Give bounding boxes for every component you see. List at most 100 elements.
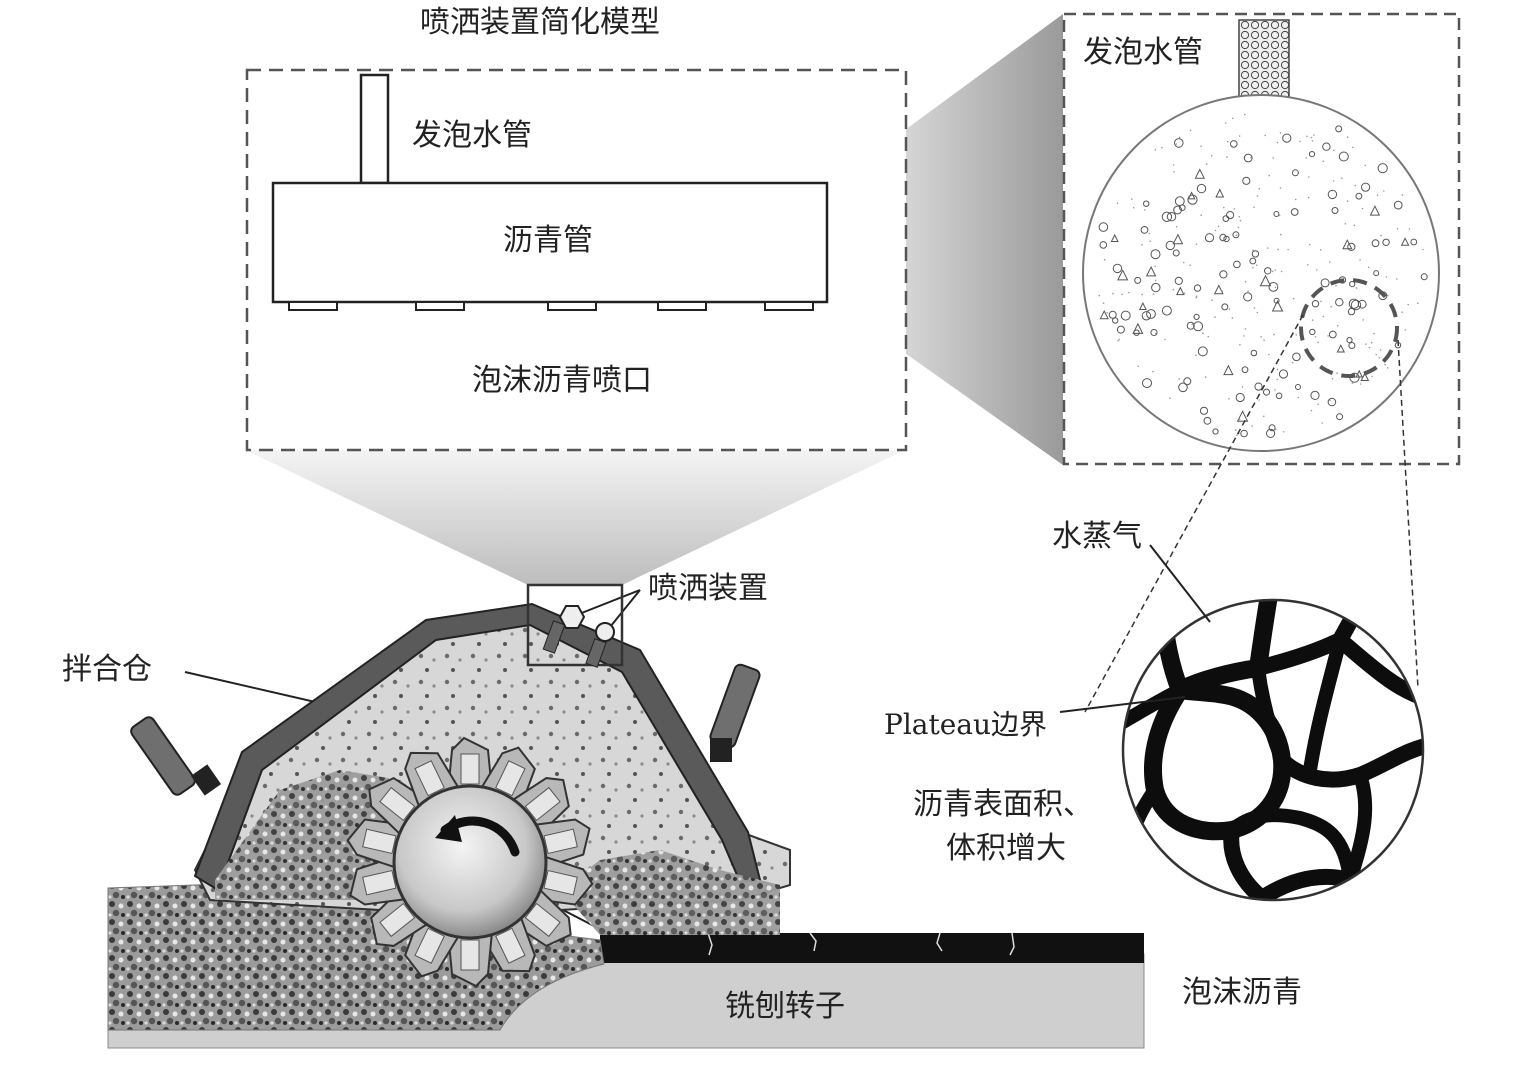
foam-speck: [1280, 270, 1283, 273]
foam-speck: [1224, 122, 1227, 124]
nozzle: [657, 301, 707, 311]
foam-speck: [1255, 264, 1258, 267]
foam-speck: [1266, 247, 1269, 249]
foam-speck: [1106, 312, 1108, 314]
foam-speck: [1154, 265, 1156, 268]
zoom-focus-circle: [1299, 278, 1399, 378]
foam-bubble: [1165, 240, 1176, 251]
foam-speck: [1172, 164, 1175, 166]
foam-bubble: [1243, 153, 1253, 163]
foam-speck: [1396, 278, 1398, 280]
foam-speck: [1361, 207, 1364, 210]
foam-particle: [1215, 188, 1225, 198]
foam-bubble: [1161, 211, 1173, 223]
foam-bubble: [1142, 378, 1152, 389]
foam-speck: [1401, 194, 1404, 196]
label-foam-asphalt-nozzle: 泡沫沥青喷口: [472, 363, 652, 398]
foam-speck: [1244, 113, 1246, 116]
foam-speck: [1221, 290, 1224, 293]
foam-bubble: [1193, 313, 1200, 320]
foam-particle: [1342, 239, 1353, 250]
foam-speck: [1404, 329, 1407, 331]
foam-speck: [1238, 135, 1241, 137]
foam-speck: [1189, 129, 1192, 132]
foam-speck: [1375, 353, 1377, 356]
foam-speck: [1260, 335, 1262, 338]
foam-speck: [1368, 346, 1371, 349]
milling-rotor-drum: [392, 784, 548, 940]
foam-bubble: [1291, 169, 1299, 177]
label-foam-water-pipe: 发泡水管: [412, 118, 532, 153]
foam-speck: [1313, 134, 1315, 136]
nozzle-row: [288, 301, 814, 311]
foam-speck: [1359, 259, 1361, 261]
foam-bubble: [1242, 176, 1251, 185]
foam-bubble: [1196, 183, 1207, 194]
label-milling-rotor: 铣刨转子: [725, 989, 845, 1024]
foam-bubble: [1222, 215, 1230, 223]
foam-particle: [1132, 322, 1144, 334]
foam-bubble: [1309, 328, 1316, 336]
foam-speck: [1102, 302, 1105, 305]
foam-speck: [1365, 343, 1367, 345]
foam-bubble: [1233, 260, 1241, 269]
foam-speck: [1264, 134, 1266, 137]
foam-bubble: [1264, 267, 1272, 275]
foam-speck: [1305, 157, 1307, 159]
foam-speck: [1268, 174, 1271, 177]
foam-bubble: [1230, 140, 1238, 148]
nozzle: [764, 301, 814, 311]
foam-speck: [1251, 425, 1253, 427]
foam-bubble: [1263, 388, 1270, 396]
foam-asphalt-layer: [600, 933, 1144, 963]
foam-speck: [1241, 386, 1244, 388]
foam-speck: [1278, 214, 1281, 217]
label-foam-asphalt: 泡沫沥青: [1182, 975, 1302, 1010]
foam-bubble: [1361, 182, 1371, 192]
foam-speck: [1263, 339, 1265, 342]
foam-speck: [1235, 234, 1238, 236]
foam-speck: [1252, 249, 1254, 251]
foam-bubble: [1219, 233, 1227, 242]
foam-particle: [1172, 233, 1184, 245]
foam-bubble: [1219, 270, 1228, 279]
foam-speck: [1276, 284, 1279, 287]
foam-speck: [1103, 258, 1106, 261]
label-mixing-chamber: 拌合仓: [62, 652, 152, 687]
foam-bubble: [1310, 390, 1320, 400]
foam-particle: [1145, 265, 1157, 277]
foam-speck: [1327, 335, 1329, 337]
foam-speck: [1276, 141, 1279, 144]
foam-speck: [1189, 264, 1191, 267]
foam-bubble: [1336, 413, 1344, 421]
foam-particle: [1336, 344, 1346, 353]
foam-cell-magnified: [1121, 598, 1425, 902]
foam-bubble: [1382, 238, 1390, 247]
foam-speck: [1306, 135, 1308, 138]
foam-speck: [1273, 333, 1275, 336]
foam-water-pipe: [359, 73, 390, 185]
foam-bubble: [1322, 142, 1331, 151]
foam-speck: [1308, 176, 1310, 178]
foam-speck: [1258, 187, 1261, 190]
rotor-tooth: [446, 736, 494, 793]
foam-bubble: [1268, 282, 1279, 292]
foam-speck: [1354, 184, 1357, 187]
foam-speck: [1378, 357, 1381, 359]
label-water-vapor: 水蒸气: [1052, 519, 1142, 554]
foam-speck: [1141, 243, 1143, 246]
zoom-guide-line: [1397, 339, 1419, 689]
foam-speck: [1352, 146, 1354, 149]
foam-bubble: [1197, 346, 1208, 357]
foam-speck: [1204, 376, 1207, 378]
foam-speck: [1279, 187, 1282, 189]
foam-speck: [1386, 367, 1389, 369]
foam-bubble: [1377, 163, 1388, 174]
leader-spray-1: [573, 589, 641, 617]
foam-speck: [1387, 294, 1389, 297]
foam-speck: [1244, 328, 1247, 330]
foam-speck: [1128, 291, 1130, 294]
foam-speck: [1351, 382, 1354, 384]
foam-bubble: [1134, 276, 1142, 284]
